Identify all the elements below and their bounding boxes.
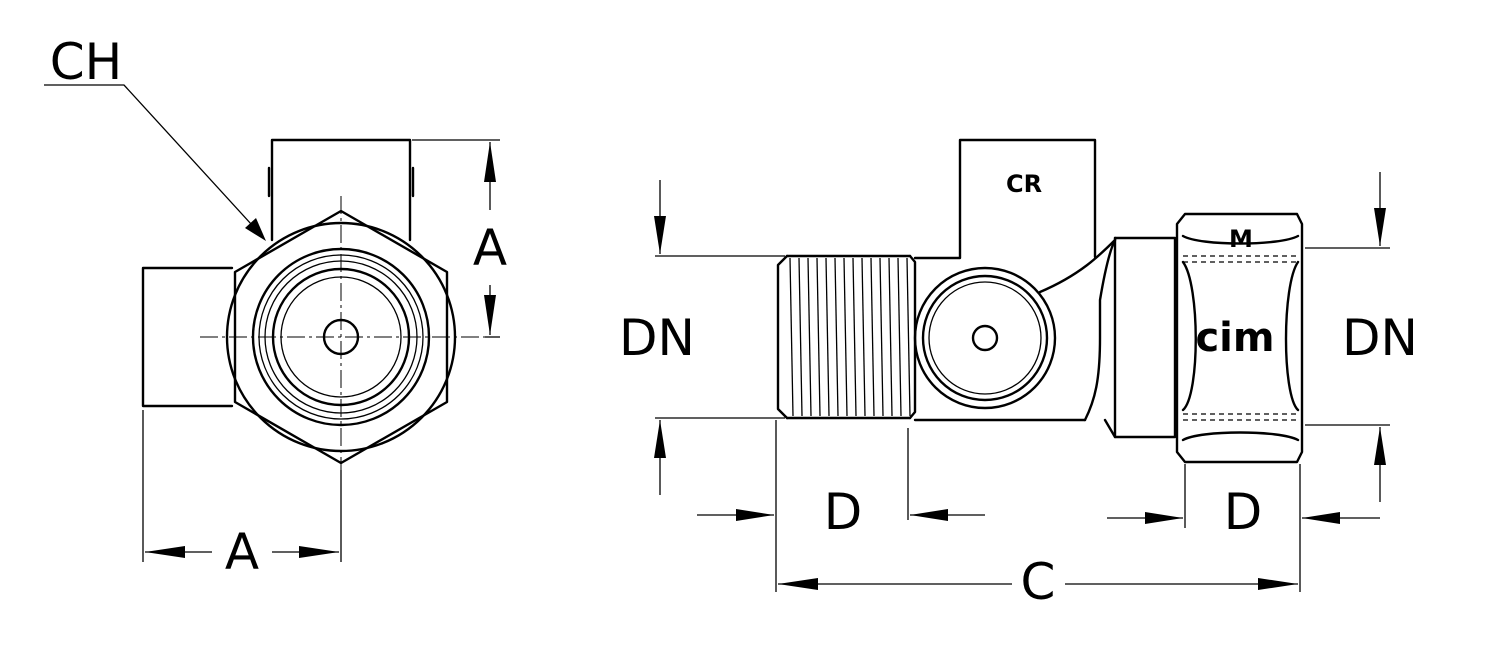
- thread-lines: [789, 257, 911, 417]
- thread-line: [789, 257, 794, 417]
- thread-line: [825, 257, 830, 417]
- label-dn-left: DN: [619, 309, 695, 367]
- marking-m: M: [1229, 225, 1253, 253]
- marking-cim: cim: [1195, 315, 1274, 361]
- marking-cr: CR: [1006, 170, 1042, 198]
- thread-line: [897, 257, 902, 417]
- side-view: [654, 138, 1390, 592]
- label-d-left: D: [824, 483, 863, 541]
- label-d-right: D: [1224, 483, 1263, 541]
- thread-line: [834, 257, 839, 417]
- label-a-horizontal: A: [225, 523, 259, 581]
- label-dn-right: DN: [1342, 309, 1418, 367]
- thread-line: [798, 257, 803, 417]
- thread-line: [852, 257, 857, 417]
- thread-line: [807, 257, 812, 417]
- label-a-vertical: A: [473, 219, 507, 277]
- thread-line: [906, 257, 911, 417]
- thread-line: [888, 257, 893, 417]
- thread-line: [843, 257, 848, 417]
- label-c: C: [1021, 553, 1056, 611]
- thread-line: [861, 257, 866, 417]
- label-ch: CH: [50, 33, 123, 91]
- thread-line: [879, 257, 884, 417]
- thread-line: [870, 257, 875, 417]
- front-view: [44, 84, 500, 562]
- thread-line: [816, 257, 821, 417]
